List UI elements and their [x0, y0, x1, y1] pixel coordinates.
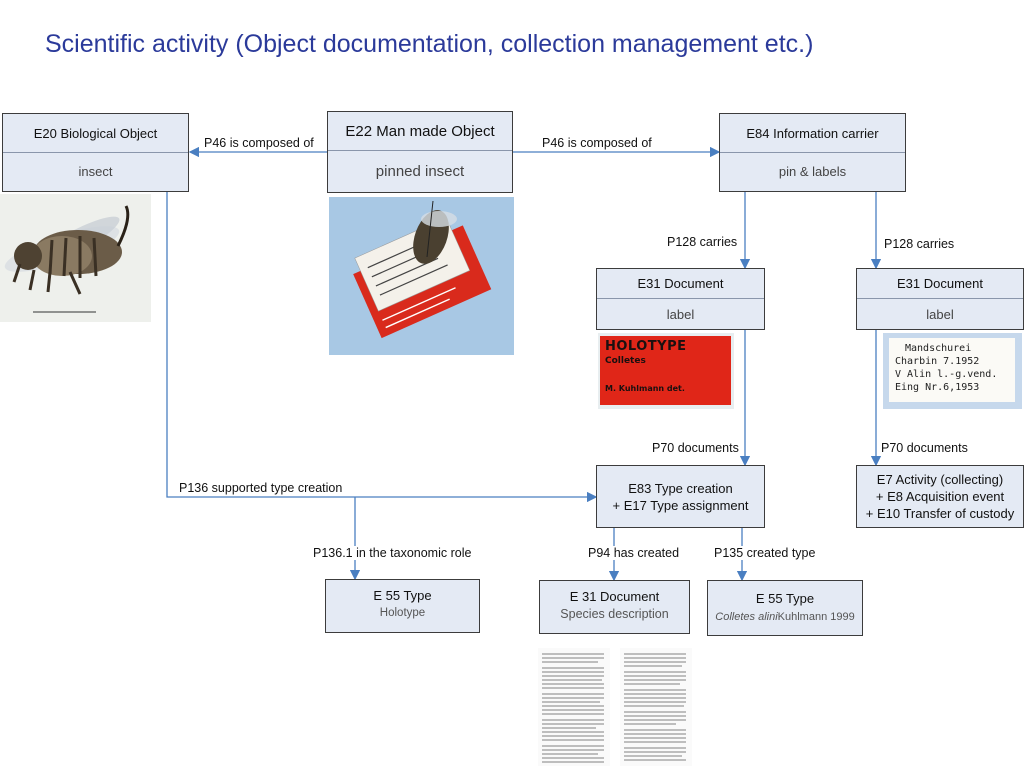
- pinned-specimen-icon: [353, 200, 492, 339]
- edge-label-p136: P136 supported type creation: [178, 481, 344, 495]
- node-head: E31 Document: [857, 269, 1023, 299]
- holotype-title: HOLOTYPE: [605, 339, 687, 354]
- node-type-colletes: E 55 Type Colletes alini Kuhlmann 1999: [707, 580, 863, 636]
- node-document-1: E31 Document label: [596, 268, 765, 330]
- node-type-holotype: E 55 Type Holotype: [325, 579, 480, 633]
- node-activity: E7 Activity (collecting) + E8 Acquisitio…: [856, 465, 1024, 528]
- node-species-description: E 31 Document Species description: [539, 580, 690, 634]
- node-head: E 31 Document: [569, 588, 660, 604]
- node-line-1: E7 Activity (collecting): [876, 472, 1004, 487]
- edge-p136: [166, 192, 598, 503]
- locality-label: Mandschurei Charbin 7.1952 V Alin l.-g.v…: [889, 338, 1015, 402]
- locality-line-1: Mandschurei: [905, 343, 972, 354]
- node-body: Species description: [560, 607, 669, 621]
- node-head: E20 Biological Object: [3, 114, 188, 153]
- bee-icon: [4, 205, 130, 313]
- locality-line-2: Charbin 7.1952: [895, 356, 980, 367]
- locality-label-photo: Mandschurei Charbin 7.1952 V Alin l.-g.v…: [883, 333, 1022, 409]
- node-type-creation: E83 Type creation + E17 Type assignment: [596, 465, 765, 528]
- locality-line-4: Eing Nr.6,1953: [895, 382, 980, 393]
- node-line-2: + E8 Acquisition event: [875, 489, 1005, 504]
- node-body: pinned insect: [375, 162, 465, 180]
- node-body: Colletes alini Kuhlmann 1999: [708, 610, 862, 624]
- document-page-icon: [624, 653, 686, 761]
- edge-label-p70-b: P70 documents: [880, 441, 969, 455]
- node-body: pin & labels: [778, 164, 847, 179]
- node-line-2: + E17 Type assignment: [612, 497, 749, 513]
- species-author: Kuhlmann 1999: [777, 611, 855, 623]
- edge-label-p46-left: P46 is composed of: [203, 136, 315, 150]
- node-line-3: + E10 Transfer of custody: [865, 506, 1015, 521]
- holotype-det: M. Kuhlmann det.: [605, 384, 685, 393]
- publication-page-1: [538, 648, 610, 766]
- node-body: label: [666, 306, 695, 322]
- insect-photo: [0, 194, 151, 322]
- node-line-1: E83 Type creation: [628, 480, 733, 496]
- node-body: insect: [78, 164, 113, 179]
- node-man-made-object: E22 Man made Object pinned insect: [327, 111, 513, 193]
- publication-page-2: [620, 648, 692, 766]
- node-biological-object: E20 Biological Object insect: [2, 113, 189, 192]
- holotype-label: HOLOTYPE Colletes M. Kuhlmann det.: [600, 336, 731, 405]
- holotype-label-photo: HOLOTYPE Colletes M. Kuhlmann det.: [598, 333, 734, 409]
- page-title: Scientific activity (Object documentatio…: [45, 30, 814, 58]
- locality-line-3: V Alin l.-g.vend.: [895, 369, 998, 380]
- node-information-carrier: E84 Information carrier pin & labels: [719, 113, 906, 192]
- edge-label-p46-right: P46 is composed of: [541, 136, 653, 150]
- edge-label-p70-a: P70 documents: [651, 441, 740, 455]
- node-head: E84 Information carrier: [720, 114, 905, 153]
- document-page-icon: [542, 653, 604, 763]
- species-name: Colletes alini: [715, 611, 778, 623]
- edge-label-p94: P94 has created: [587, 546, 681, 560]
- edge-label-p128-a: P128 carries: [666, 235, 739, 249]
- node-document-2: E31 Document label: [856, 268, 1024, 330]
- edge-label-p136-1: P136.1 in the taxonomic role: [312, 546, 473, 560]
- node-head: E22 Man made Object: [328, 112, 512, 151]
- node-body: label: [926, 306, 954, 322]
- edge-label-p135: P135 created type: [713, 546, 817, 560]
- node-body: Holotype: [379, 607, 426, 619]
- pinned-insect-photo: [329, 197, 514, 355]
- node-head: E 55 Type: [373, 587, 432, 603]
- edge-label-p128-b: P128 carries: [883, 237, 956, 251]
- node-head: E 55 Type: [755, 590, 815, 606]
- node-head: E31 Document: [597, 269, 764, 299]
- holotype-genus: Colletes: [605, 356, 646, 366]
